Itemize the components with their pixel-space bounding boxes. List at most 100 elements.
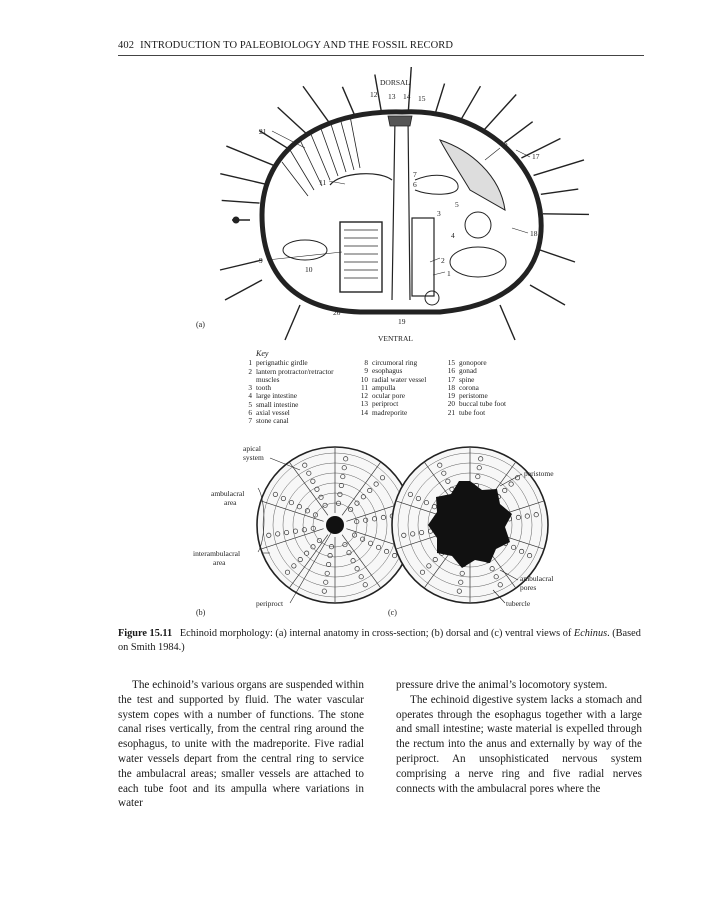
key-text: tube foot <box>459 407 486 417</box>
spine <box>220 173 265 185</box>
spine <box>460 85 482 120</box>
tubercle-mark <box>524 513 530 519</box>
dorsal-label: DORSAL <box>380 78 410 87</box>
num-12: 12 <box>370 90 378 99</box>
label-peristome: peristome <box>524 469 554 478</box>
key-entry: 15 gonopore <box>445 358 506 367</box>
tubercle-mark <box>407 491 413 497</box>
key-text: periproct <box>372 399 399 409</box>
tubercle-mark <box>373 481 379 487</box>
key-entry: muscles <box>242 375 334 384</box>
key-text: axial vessel <box>256 408 290 418</box>
tubercle-mark <box>458 579 464 585</box>
tubercle-mark <box>497 582 503 588</box>
key-text: ocular pore <box>372 391 406 401</box>
key-number: 14 <box>360 407 368 417</box>
plate-row <box>312 502 358 548</box>
tubercle-mark <box>284 529 290 536</box>
body-column-right: pressure drive the animal’s locomotory s… <box>396 678 642 796</box>
tubercle-mark <box>367 487 373 494</box>
label-apical-system-2: system <box>243 453 264 462</box>
tubercle-mark <box>437 462 443 468</box>
tubercle-mark <box>304 550 310 556</box>
tubercle-mark <box>323 579 329 585</box>
key-number: 20 <box>447 399 455 409</box>
spine <box>504 121 534 143</box>
key-number: 13 <box>360 399 368 409</box>
caption-text-2: . (Based on Smith 1984.) <box>118 628 641 653</box>
key-entry: 1 perignathic girdle <box>242 358 334 368</box>
label-periproct: periproct <box>256 599 284 608</box>
tubercle-mark <box>316 537 322 544</box>
lantern-muscles <box>344 229 378 279</box>
key-number: 3 <box>248 383 252 393</box>
tubercle-mark <box>489 566 495 572</box>
tubercle-mark <box>432 556 438 563</box>
tubercle-mark <box>352 532 358 538</box>
figure-caption: Figure 15.11 Echinoid morphology: (a) in… <box>118 627 644 655</box>
buccal-tube-foot <box>424 290 440 306</box>
tubercle-mark <box>310 478 316 484</box>
plate-suture <box>289 534 329 588</box>
tubercle-mark <box>272 491 278 497</box>
key-number: 19 <box>447 391 455 401</box>
key-number: 8 <box>364 358 368 367</box>
num-3: 3 <box>437 209 441 218</box>
leader-lines-bc <box>257 457 523 604</box>
key-text: circumoral ring <box>372 358 418 367</box>
spine <box>284 304 301 341</box>
key-text: gonopore <box>459 358 487 367</box>
spine <box>341 86 356 116</box>
caption-genus: Echinus <box>573 628 608 639</box>
body-column-left: The echinoid’s various organs are suspen… <box>118 678 364 811</box>
num-5: 5 <box>455 200 459 209</box>
gonad-dorsal <box>438 139 506 211</box>
key-text: lantern protractor/retractor <box>256 366 334 376</box>
madreporite <box>387 115 413 127</box>
spine <box>542 213 589 216</box>
num-10: 10 <box>305 265 313 274</box>
spines <box>219 66 589 341</box>
spine <box>434 83 446 114</box>
num-18: 18 <box>530 229 538 238</box>
num-17: 17 <box>532 152 540 161</box>
plate-row <box>302 492 368 558</box>
tubercle-mark <box>533 512 539 518</box>
spine <box>221 199 260 204</box>
tubercle-mark <box>392 553 398 559</box>
label-tubercle: tubercle <box>506 599 531 608</box>
spine <box>539 249 576 263</box>
panel-c-label: (c) <box>388 608 397 617</box>
tubercle-mark <box>419 529 425 536</box>
tubercle-mark <box>297 556 303 563</box>
spine <box>407 66 412 111</box>
key-number: 15 <box>447 358 455 367</box>
key-text: spine <box>459 374 475 384</box>
key-text: tooth <box>256 383 271 393</box>
tubercle-mark <box>493 574 499 580</box>
tubercle-mark <box>508 481 514 487</box>
key-text: perignathic girdle <box>256 358 308 368</box>
num-20: 20 <box>333 308 341 317</box>
key-text: esophagus <box>372 366 403 376</box>
tubercle-mark <box>419 569 426 575</box>
num-9: 9 <box>259 256 263 265</box>
tubercle-mark <box>441 470 447 476</box>
spine <box>302 85 331 125</box>
figure-c-ventral-view <box>391 446 549 604</box>
key-number: 1 <box>248 358 252 368</box>
tubercle-mark <box>401 532 407 538</box>
label-interambulacral-area-1: interambulacral <box>193 549 240 558</box>
paragraph-3: The echinoid digestive system lacks a st… <box>396 693 642 795</box>
key-text: stone canal <box>256 416 289 426</box>
key-number: 6 <box>248 408 252 418</box>
num-14: 14 <box>403 92 411 101</box>
